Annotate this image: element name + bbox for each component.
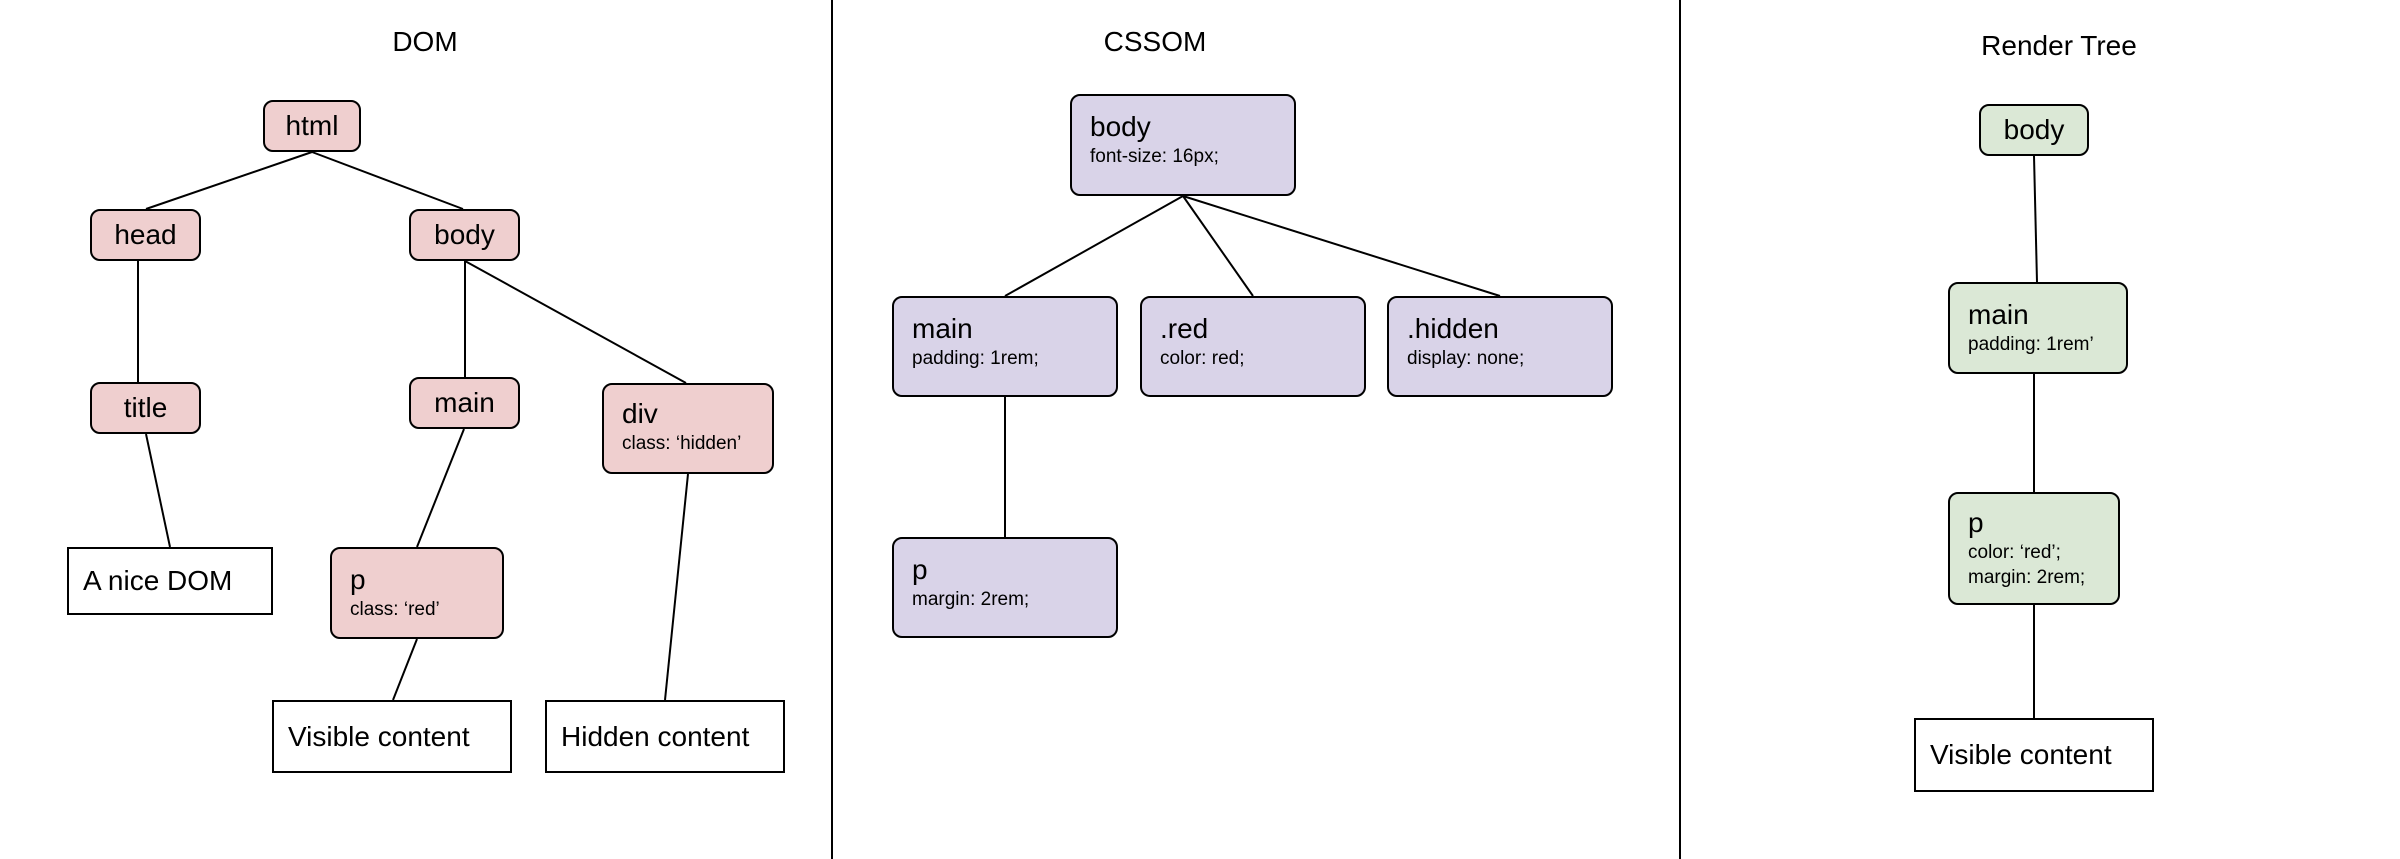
dom-node-html: html	[263, 100, 361, 152]
cssom-panel-title: CSSOM	[1103, 26, 1207, 57]
dom-node-title: title	[90, 382, 201, 434]
dom-text-hidden-content-label: Hidden content	[561, 720, 750, 752]
panel-divider-left	[831, 0, 833, 859]
dom-node-head: head	[90, 209, 201, 261]
cssom-node-hidden-label: .hidden	[1407, 313, 1499, 344]
render-node-p: p color: ‘red’; margin: 2rem;	[1948, 492, 2120, 605]
dom-panel-title: DOM	[392, 26, 458, 57]
cssom-node-hidden: .hidden display: none;	[1387, 296, 1613, 397]
render-node-body-label: body	[2003, 114, 2065, 145]
edge-cssom-body-hidden	[1182, 195, 1501, 297]
render-node-main-detail: padding: 1rem’	[1968, 334, 2094, 355]
cssom-node-main-detail: padding: 1rem;	[912, 348, 1039, 369]
edge-html-body	[311, 151, 464, 210]
dom-text-visible-content: Visible content	[272, 700, 512, 773]
cssom-node-body: body font-size: 16px;	[1070, 94, 1296, 196]
dom-node-p-label: p	[350, 564, 366, 595]
edge-main-p	[416, 428, 465, 548]
edge-title-text	[145, 433, 171, 548]
cssom-node-red: .red color: red;	[1140, 296, 1366, 397]
edge-render-body-main	[2033, 155, 2038, 283]
dom-node-div-detail: class: ‘hidden’	[622, 433, 742, 454]
cssom-node-p-detail: margin: 2rem;	[912, 589, 1030, 610]
dom-text-hidden-content: Hidden content	[545, 700, 785, 773]
cssom-node-hidden-detail: display: none;	[1407, 348, 1525, 369]
edge-p-visible-text	[392, 638, 418, 701]
edge-html-head	[145, 151, 313, 210]
render-tree-panel-title: Render Tree	[1981, 30, 2137, 61]
cssom-node-main-label: main	[912, 313, 973, 344]
dom-node-body: body	[409, 209, 520, 261]
cssom-node-p-label: p	[912, 554, 928, 585]
dom-node-main: main	[409, 377, 520, 429]
dom-node-head-label: head	[114, 219, 177, 250]
render-text-visible-content-label: Visible content	[1930, 739, 2112, 770]
render-text-visible-content: Visible content	[1914, 718, 2154, 792]
cssom-node-red-label: .red	[1160, 313, 1209, 344]
panel-divider-right	[1679, 0, 1681, 859]
render-node-main-label: main	[1968, 299, 2029, 330]
dom-node-main-label: main	[434, 387, 495, 418]
render-node-p-detail-margin: margin: 2rem;	[1968, 567, 2086, 588]
edge-cssom-body-main	[1004, 195, 1184, 297]
edge-div-hidden-text	[664, 473, 689, 701]
dom-node-title-label: title	[123, 392, 168, 423]
render-node-main: main padding: 1rem’	[1948, 282, 2128, 374]
dom-node-body-label: body	[434, 219, 495, 250]
dom-text-visible-content-label: Visible content	[288, 720, 470, 752]
cssom-node-body-label: body	[1090, 111, 1151, 142]
cssom-node-main: main padding: 1rem;	[892, 296, 1118, 397]
dom-node-div-label: div	[622, 398, 658, 429]
render-node-body: body	[1979, 104, 2089, 156]
render-node-p-detail-color: color: ‘red’;	[1968, 542, 2061, 563]
dom-node-div: div class: ‘hidden’	[602, 383, 774, 474]
cssom-node-p: p margin: 2rem;	[892, 537, 1118, 638]
dom-node-p: p class: ‘red’	[330, 547, 504, 639]
cssom-node-red-detail: color: red;	[1160, 348, 1245, 369]
dom-node-html-label: html	[285, 110, 339, 141]
dom-node-p-detail: class: ‘red’	[350, 599, 440, 620]
dom-text-a-nice-dom: A nice DOM	[67, 547, 273, 615]
edge-cssom-body-red	[1182, 195, 1254, 297]
edge-body-div	[464, 260, 687, 384]
render-node-p-label: p	[1968, 507, 1984, 538]
cssom-node-body-detail: font-size: 16px;	[1090, 146, 1219, 167]
dom-text-a-nice-dom-label: A nice DOM	[83, 565, 233, 596]
